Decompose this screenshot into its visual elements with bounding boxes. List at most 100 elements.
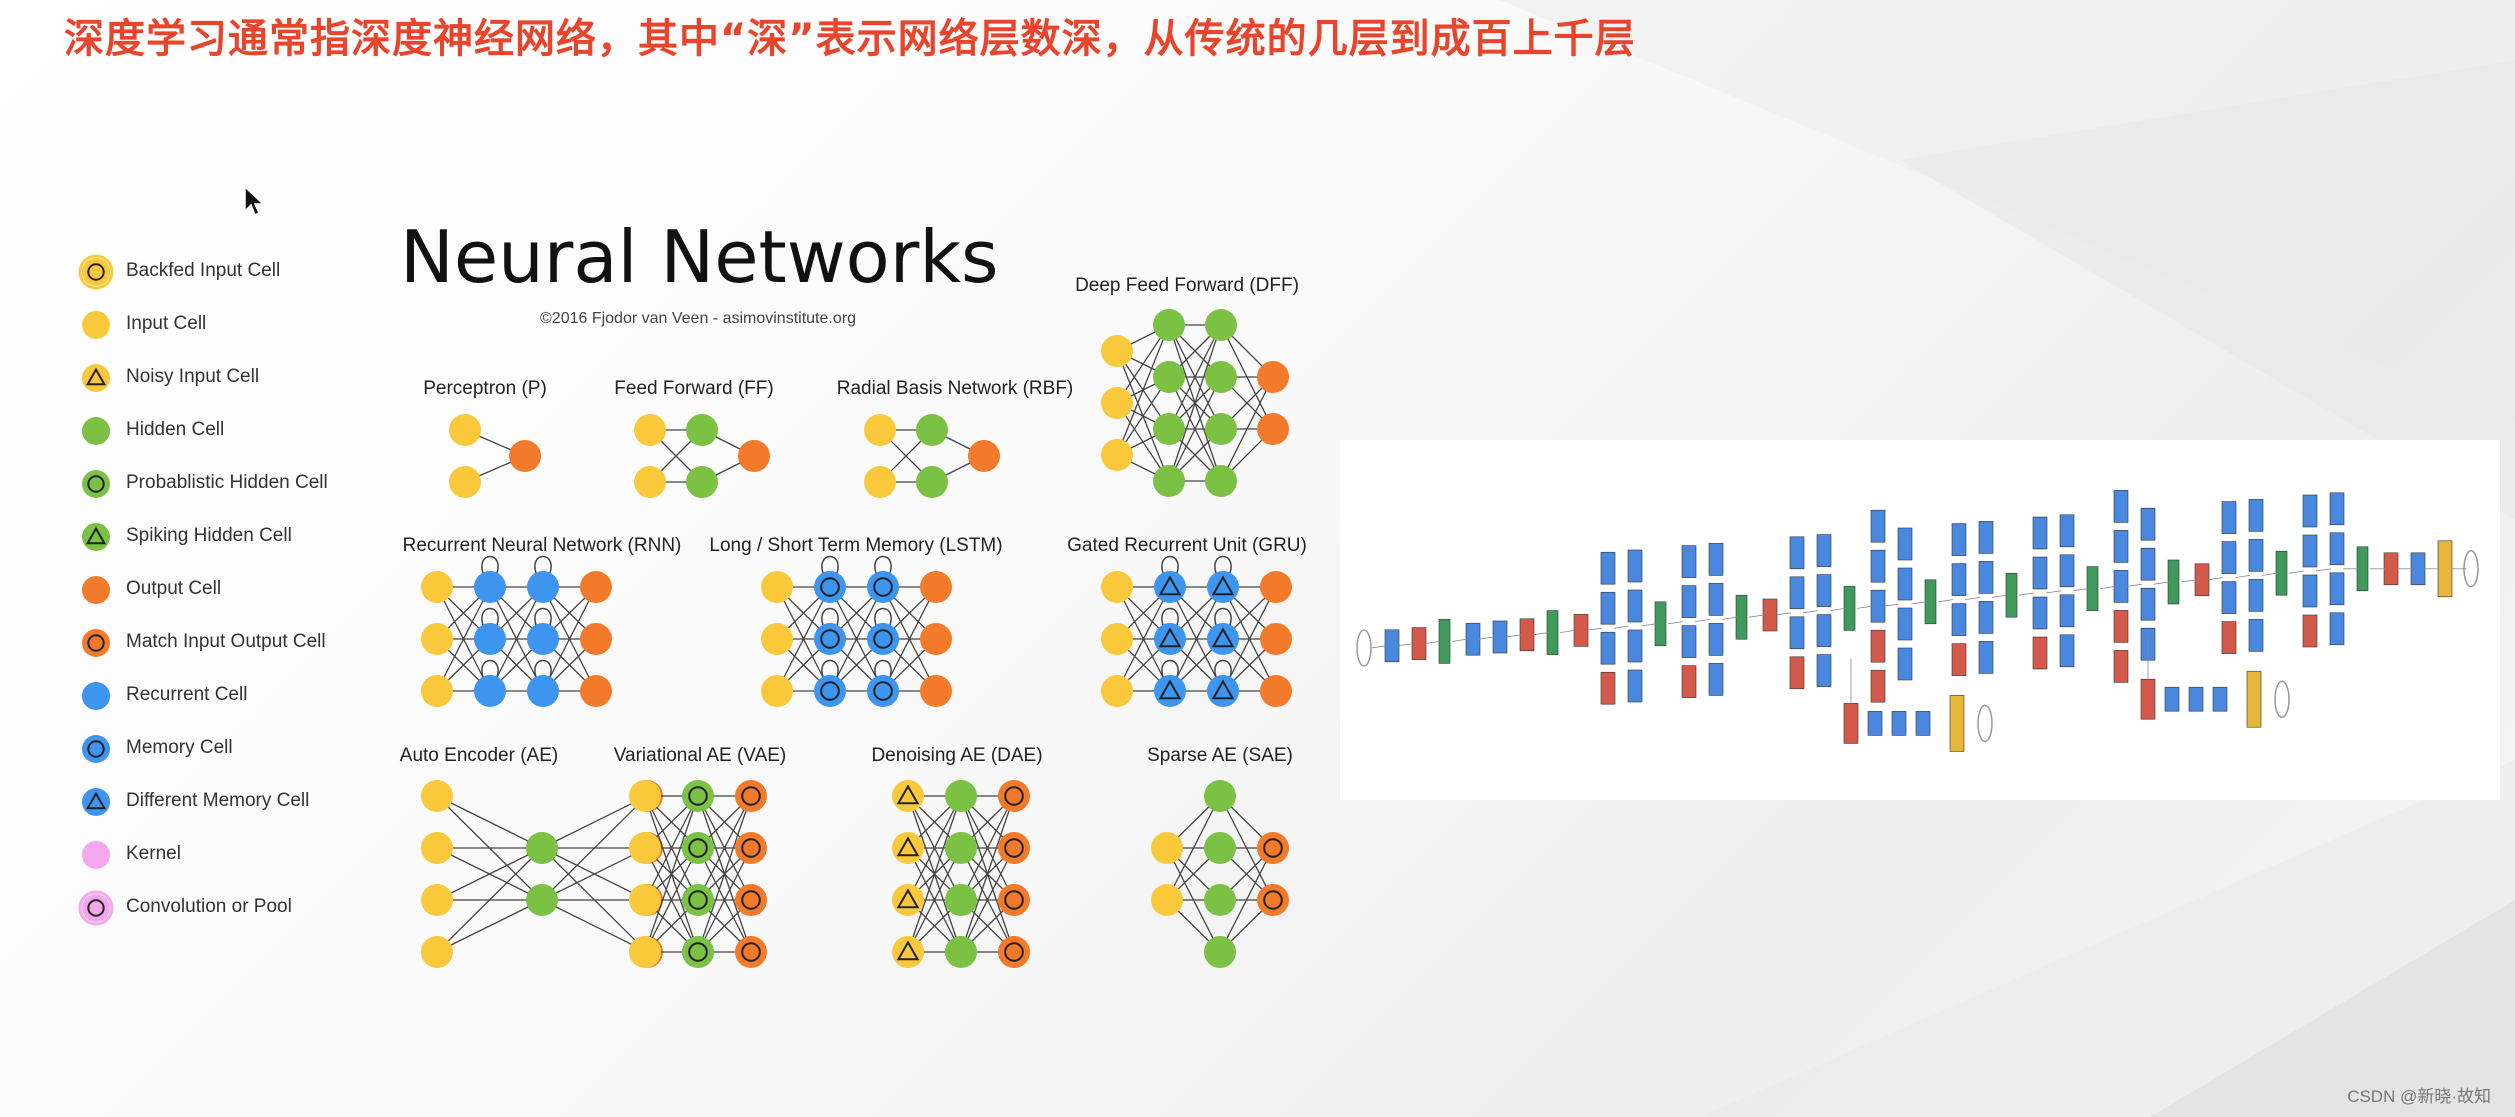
hidden-cell: [1153, 309, 1185, 341]
legend-label: Probablistic Hidden Cell: [126, 472, 328, 493]
googlenet-edge: [1991, 594, 2008, 598]
network-label: Gated Recurrent Unit (GRU): [1067, 535, 1307, 556]
recurrent-cell: [527, 675, 559, 707]
legend-label: Input Cell: [126, 313, 207, 334]
legend-label: Backfed Input Cell: [126, 260, 281, 281]
hidden-cell: [686, 414, 718, 446]
conv-node: [1600, 551, 1616, 585]
output-cell: [1260, 571, 1292, 603]
pool-node: [1870, 629, 1886, 663]
match-cell: [998, 832, 1030, 864]
conv-node: [1708, 623, 1724, 656]
conv-node: [1870, 509, 1886, 543]
match-cell: [998, 884, 1030, 916]
pool-node: [2140, 678, 2156, 720]
googlenet-layer: [1438, 619, 1451, 664]
conv-node: [2248, 619, 2264, 652]
recurrent-loop: [481, 659, 499, 678]
concat-node: [1924, 579, 1937, 625]
legend-swatch: [82, 470, 110, 498]
googlenet-edge: [1613, 625, 1630, 629]
googlenet-layer: [1519, 618, 1535, 652]
memory-cell: [814, 675, 846, 707]
pool-node: [1681, 665, 1697, 698]
connection-line: [489, 586, 544, 692]
network-label: Long / Short Term Memory (LSTM): [709, 535, 1003, 556]
network-diagram: [1101, 555, 1292, 707]
hidden-cell: [1204, 780, 1236, 812]
network-label: Sparse AE (SAE): [1147, 745, 1293, 766]
probhidden-cell: [682, 936, 714, 968]
googlenet-edge: [1397, 643, 1414, 647]
input-cell: [1101, 335, 1133, 367]
googlenet-layer: [1843, 586, 1856, 631]
conv-node: [1867, 711, 1883, 736]
googlenet-edge: [2207, 577, 2224, 581]
match-cell: [998, 780, 1030, 812]
legend-label: Output Cell: [126, 578, 222, 599]
legend-swatch: [82, 364, 110, 392]
conv-node: [1897, 527, 1913, 561]
conv-node: [2221, 541, 2237, 574]
googlenet-layer: [2248, 499, 2264, 652]
network-diagram: [634, 414, 770, 498]
input-cell: [421, 780, 453, 812]
connection-line: [907, 795, 962, 901]
connection-line: [1166, 795, 1221, 901]
conv-node: [1897, 607, 1913, 641]
googlenet-layer: [1789, 536, 1805, 690]
googlenet-layer: [2356, 546, 2369, 592]
googlenet-layer: [1573, 614, 1589, 647]
legend-swatch: [82, 788, 110, 816]
conv-node: [2059, 594, 2075, 628]
conv-node: [1951, 563, 1967, 596]
googlenet-layer: [2194, 563, 2210, 597]
conv-node: [2164, 686, 2180, 712]
conv-node: [2212, 686, 2228, 712]
hidden-cell: [945, 780, 977, 812]
input-cell: [421, 675, 453, 707]
input-cell: [629, 936, 661, 968]
conv-node: [2248, 499, 2264, 532]
io-node: [1977, 704, 1993, 743]
network-diagram: [1151, 780, 1289, 968]
legend-item: Different Memory Cell: [78, 780, 358, 833]
chart-title: Neural Networks: [400, 215, 999, 299]
googlenet-layer: [1600, 551, 1616, 705]
connection-line: [644, 795, 699, 953]
connection-line: [1219, 847, 1274, 953]
connection-line: [436, 847, 543, 953]
googlenet-edge: [1802, 610, 1819, 614]
pool-node: [2113, 650, 2129, 683]
memory-cell: [867, 571, 899, 603]
network-diagram: [629, 780, 767, 968]
conv-node: [1816, 574, 1832, 607]
input-cell: [629, 780, 661, 812]
input-cell: [864, 466, 896, 498]
concat-node: [2356, 546, 2369, 592]
concat-node: [1843, 586, 1856, 631]
network-diagram: [421, 555, 612, 707]
googlenet-edge: [1532, 632, 1549, 636]
googlenet-layer: [1735, 594, 1748, 640]
googlenet-layer: [2329, 492, 2345, 646]
googlenet-edge: [1883, 603, 1900, 607]
network-diagram: [421, 780, 663, 968]
input-cell: [421, 936, 453, 968]
output-cell: [1260, 675, 1292, 707]
network-label: Recurrent Neural Network (RNN): [402, 535, 682, 556]
legend-item: Memory Cell: [78, 727, 358, 780]
match-cell: [998, 936, 1030, 968]
output-cell: [920, 675, 952, 707]
conv-node: [2113, 570, 2129, 603]
hidden-cell: [945, 832, 977, 864]
legend-swatch: [78, 890, 114, 926]
output-cell: [580, 571, 612, 603]
recurrent-cell: [527, 623, 559, 655]
conv-node: [2221, 501, 2237, 534]
googlenet-layer: [2463, 550, 2479, 588]
conv-node: [2140, 547, 2156, 581]
network-diagram: [761, 555, 952, 707]
concat-node: [1438, 619, 1451, 664]
legend-item: Input Cell: [78, 303, 358, 356]
